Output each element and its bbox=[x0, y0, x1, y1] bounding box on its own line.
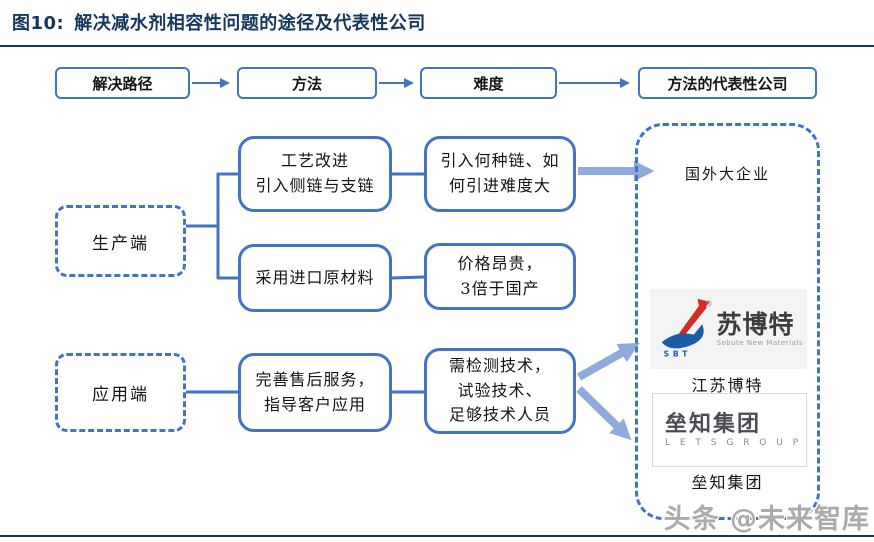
companies-container bbox=[635, 123, 820, 520]
lets-name-cn: 垒知集团 bbox=[665, 412, 762, 438]
sbt-registered-mark: ® bbox=[705, 299, 713, 308]
lets-name-en: L E T S G R O U P bbox=[665, 437, 802, 448]
lets-logo-card: 垒知集团 L E T S G R O U P bbox=[652, 393, 807, 467]
sbt-logo-icon: SBT ® bbox=[661, 298, 713, 358]
source-box-production: 生产端 bbox=[55, 205, 186, 277]
sbt-caption: 江苏博特 bbox=[691, 376, 764, 395]
header-box-companies: 方法的代表性公司 bbox=[638, 67, 817, 99]
lets-wordmark: 垒知集团 L E T S G R O U P bbox=[665, 412, 802, 447]
lets-caption: 垒知集团 bbox=[691, 473, 764, 492]
foreign-companies-label: 国外大企业 bbox=[684, 165, 770, 183]
difficulty-box-chain-introduction: 引入何种链、如 何引进难度大 bbox=[424, 136, 576, 212]
difficulty-box-expensive-price: 价格昂贵， 3倍于国产 bbox=[424, 243, 576, 310]
method-box-process-improvement: 工艺改进 引入侧链与支链 bbox=[238, 136, 392, 212]
header-box-method: 方法 bbox=[237, 67, 377, 99]
difficulty-box-testing-technology: 需检测技术， 试验技术、 足够技术人员 bbox=[424, 348, 576, 434]
header-box-path: 解决路径 bbox=[55, 67, 190, 99]
method-box-after-sales-service: 完善售后服务， 指导客户应用 bbox=[238, 353, 392, 432]
sbt-logo-card: SBT ® 苏博特 Sobute New Materials bbox=[650, 289, 807, 369]
watermark-toutiao: 头条 @未来智库 bbox=[663, 504, 870, 535]
figure-title: 图10: 解决减水剂相容性问题的途径及代表性公司 bbox=[12, 9, 426, 35]
figure-number: 图10: bbox=[12, 13, 65, 34]
sbt-letters: SBT bbox=[664, 349, 692, 358]
sbt-name-en: Sobute New Materials bbox=[716, 338, 803, 347]
result-arrows bbox=[576, 160, 655, 441]
sbt-name-cn: 苏博特 bbox=[716, 310, 795, 340]
top-divider bbox=[0, 45, 874, 47]
source-box-application: 应用端 bbox=[55, 353, 186, 432]
method-box-imported-materials: 采用进口原材料 bbox=[238, 244, 392, 312]
sbt-wordmark: 苏博特 Sobute New Materials bbox=[717, 311, 803, 347]
header-box-difficulty: 难度 bbox=[420, 67, 557, 99]
figure-title-text: 解决减水剂相容性问题的途径及代表性公司 bbox=[74, 13, 426, 34]
bottom-divider bbox=[0, 535, 874, 537]
